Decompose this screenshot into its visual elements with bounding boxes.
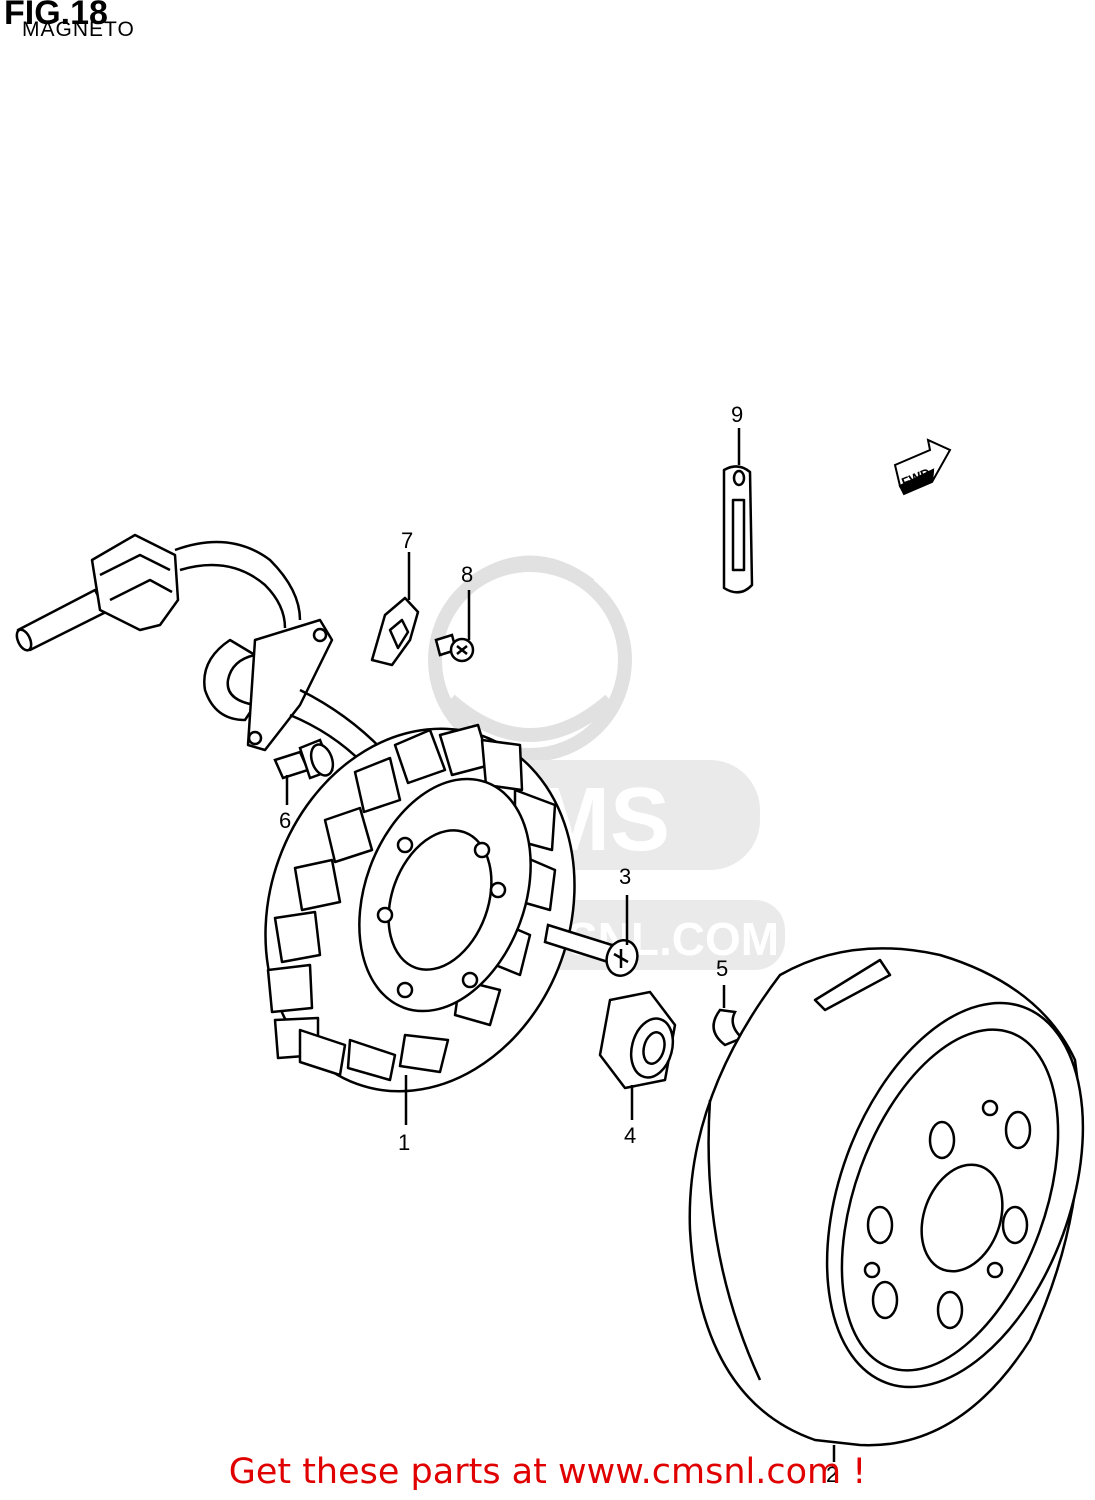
- bolt-part-6: [273, 738, 335, 780]
- bolt-part-3: [543, 923, 639, 977]
- rotor-part-2: [688, 947, 1085, 1447]
- footer-parts-link[interactable]: Get these parts at www.cmsnl.com !: [228, 1452, 867, 1492]
- callout-1: 1: [398, 1130, 410, 1155]
- clamp-part-9: [722, 465, 754, 594]
- callout-6: 6: [279, 808, 291, 833]
- stator-assembly: [264, 723, 576, 1093]
- figure-subtitle: MAGNETO: [22, 18, 135, 41]
- callout-3: 3: [619, 864, 631, 889]
- forward-arrow-icon: [893, 438, 952, 496]
- callout-5: 5: [716, 956, 728, 981]
- cms-mascot-logo: [428, 555, 632, 762]
- callout-7: 7: [401, 528, 413, 553]
- wire-harness: [15, 533, 401, 791]
- callout-4: 4: [624, 1123, 636, 1148]
- screw-part-8: [434, 633, 475, 663]
- nut-part-4: [598, 990, 677, 1090]
- callout-2: 2: [826, 1462, 838, 1487]
- figure-label: FIG.18: [4, 0, 108, 32]
- callout-8: 8: [461, 562, 473, 587]
- leader-lines: [285, 428, 836, 1462]
- clamp-part-7: [370, 596, 420, 667]
- callout-9: 9: [731, 402, 743, 427]
